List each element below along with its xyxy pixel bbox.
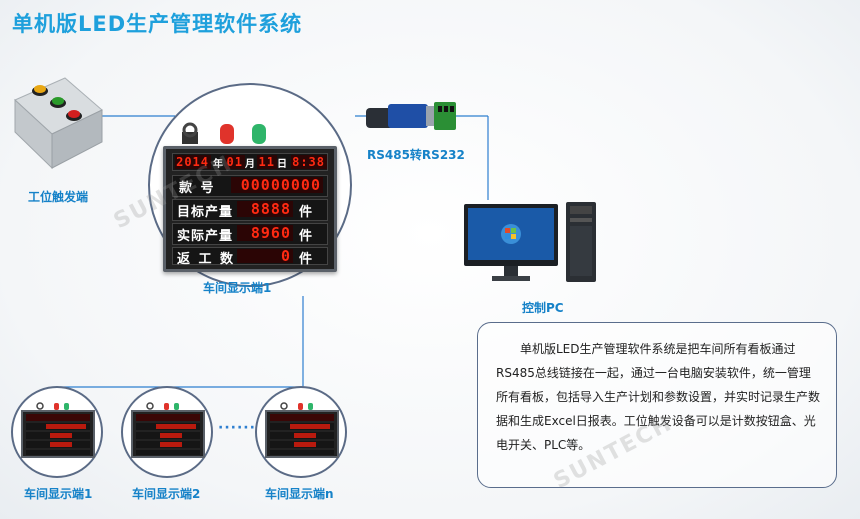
button-box-icon [14,77,103,170]
time-digits: 8:38 [291,155,327,169]
board-row-rework: 返 工 数 0 件 [172,247,328,267]
row-unit: 件 [299,252,313,267]
board-row-target: 目标产量 8888 件 [172,199,328,221]
pc-label: 控制PC [522,301,564,315]
row-label: 实际产量 [177,229,234,244]
date-row: 2014 年 01 月 11 日 8:38 [172,153,328,171]
row-value: 00000000 [231,177,323,193]
description-box: 单机版LED生产管理软件系统是把车间所有看板通过RS485总线链接在一起，通过一… [477,322,837,488]
day-unit: 日 [277,159,287,170]
row-value: 8960 [237,225,293,241]
small-board-icon [21,402,95,458]
row-value: 8888 [237,201,293,217]
ellipsis: ······ [218,420,256,436]
board-row-actual: 实际产量 8960 件 [172,223,328,245]
row-label: 返 工 数 [177,252,236,267]
month-unit: 月 [245,159,255,170]
page-title: 单机版LED生产管理软件系统 [12,12,303,36]
converter-icon [366,102,456,130]
description-text: 单机版LED生产管理软件系统是把车间所有看板通过RS485总线链接在一起，通过一… [496,342,821,452]
workshop-main-label: 车间显示端1 [203,281,272,295]
small-board-icon [265,402,339,458]
converter-label: RS485转RS232 [367,148,465,162]
board-row-style: 款 号 00000000 [172,175,328,197]
workshop-small-2-label: 车间显示端2 [132,487,201,501]
year-digits: 2014 [175,155,211,169]
computer-icon [464,202,596,282]
row-label: 目标产量 [177,205,234,220]
day-digits: 11 [257,155,277,169]
month-digits: 01 [225,155,245,169]
row-label: 款 号 [179,181,216,196]
small-board-icon [131,402,205,458]
workshop-small-n-label: 车间显示端n [265,487,334,501]
trigger-label: 工位触发端 [28,190,89,204]
signal-lights-icon [182,122,266,144]
row-unit: 件 [299,205,313,220]
row-value: 0 [237,249,293,264]
led-board: 2014 年 01 月 11 日 8:38 款 号 00000000 目标产量 … [163,146,337,272]
year-unit: 年 [213,159,223,170]
workshop-small-1-label: 车间显示端1 [24,487,93,501]
row-unit: 件 [299,229,313,244]
